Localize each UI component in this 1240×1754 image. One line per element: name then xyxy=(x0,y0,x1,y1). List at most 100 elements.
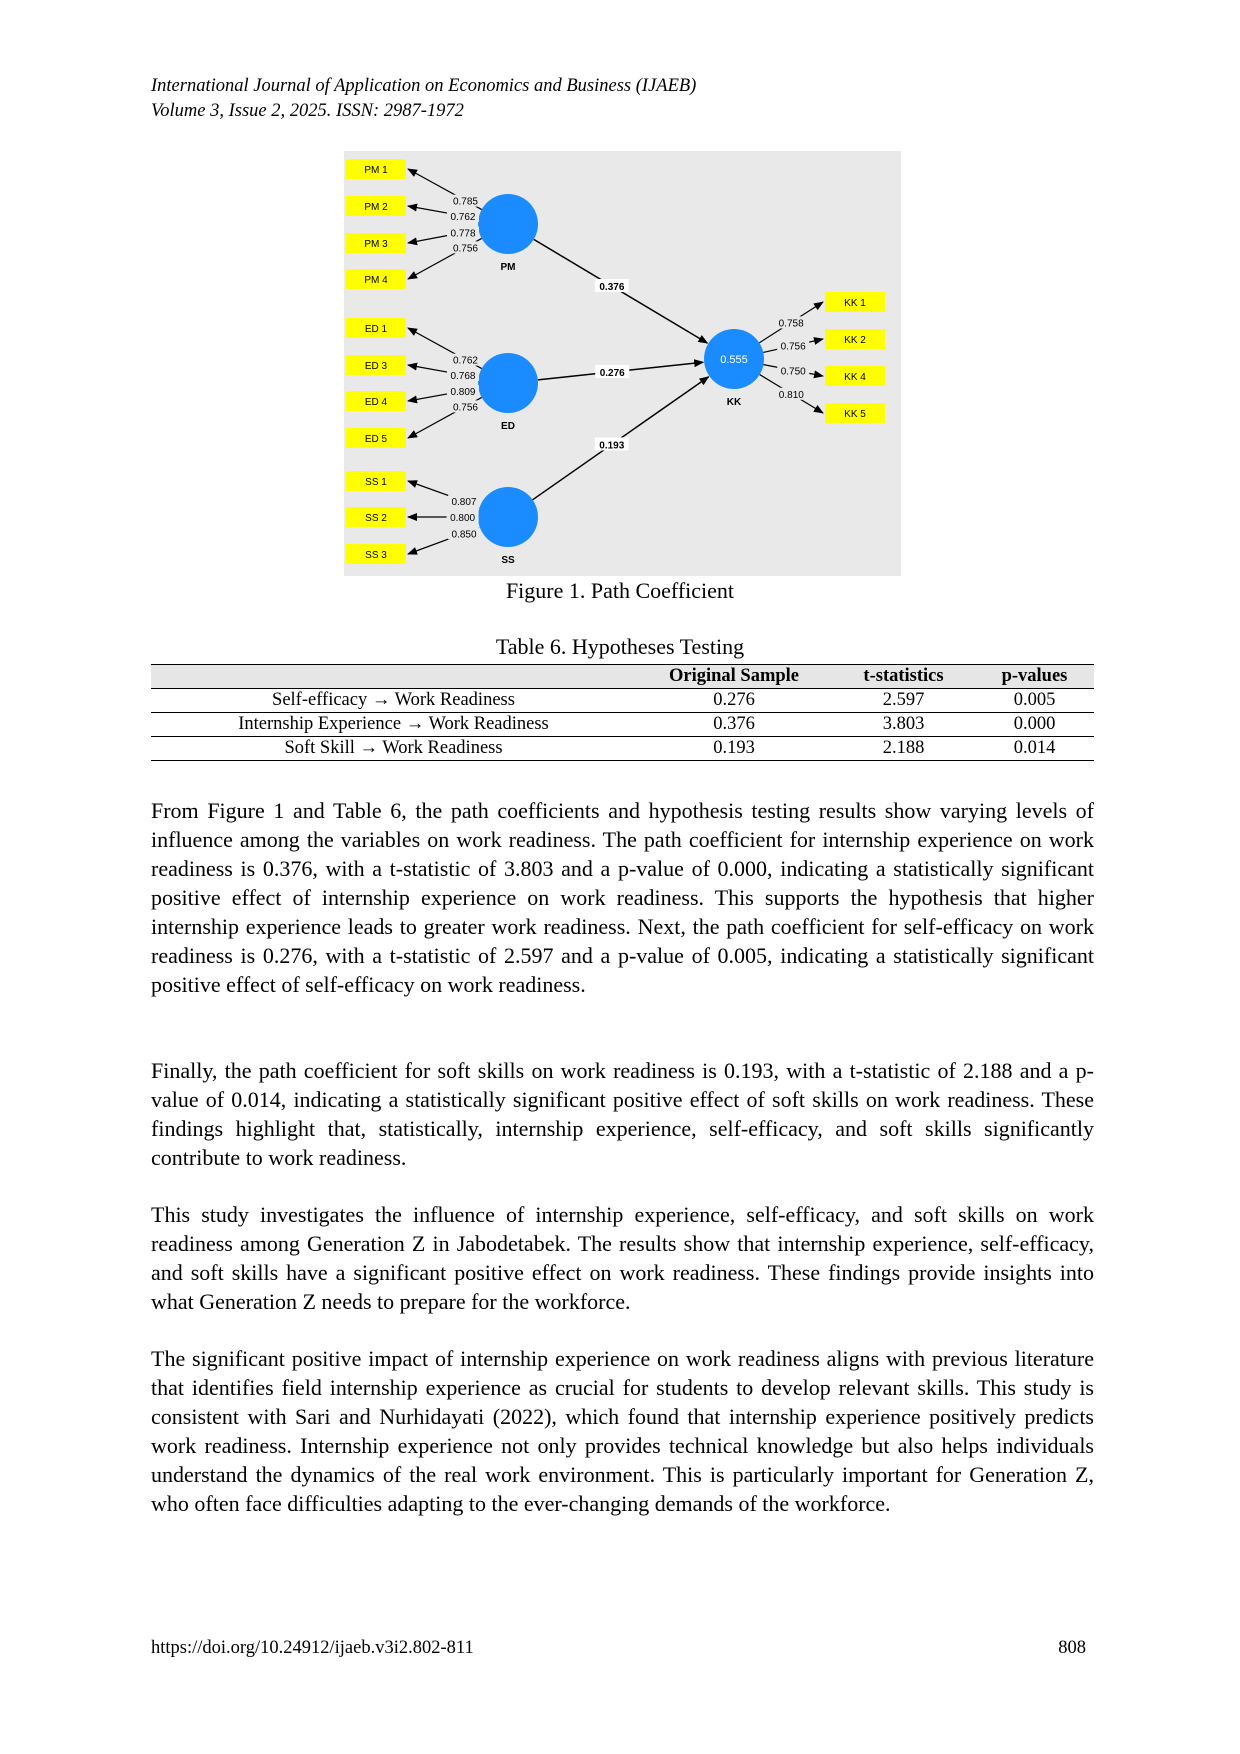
original-sample-cell: 0.276 xyxy=(636,688,832,713)
loading-value-ed-4: 0.809 xyxy=(450,387,475,398)
figure-caption: Figure 1. Path Coefficient xyxy=(505,578,735,603)
indicator-box-ss-1 xyxy=(346,471,406,491)
original-sample-cell: 0.193 xyxy=(636,736,832,761)
loading-label-background xyxy=(446,209,479,222)
original-sample-cell: 0.376 xyxy=(636,712,832,737)
loading-value-pm-3: 0.778 xyxy=(450,229,475,240)
volume-info: Volume 3, Issue 2, 2025. ISSN: 2987-1972 xyxy=(151,101,464,121)
loading-value-pm-4: 0.756 xyxy=(453,243,478,254)
indicator-box-pm-1 xyxy=(346,159,406,179)
body-paragraph-4: The significant positive impact of inter… xyxy=(151,1346,1094,1516)
table-header-row: Original Sample t-statistics p-values xyxy=(151,664,1094,689)
loading-value-ed-3: 0.768 xyxy=(450,371,475,382)
loading-label-background xyxy=(775,387,808,400)
loading-value-ss-1: 0.807 xyxy=(451,497,476,508)
construct-node-pm xyxy=(478,194,538,254)
loading-label-background xyxy=(447,495,480,508)
diagram-background xyxy=(344,151,901,576)
path-label-background xyxy=(594,279,629,293)
indicator-box-ss-3 xyxy=(346,544,406,564)
indicator-box-pm-4 xyxy=(346,269,406,289)
path-diagram: PM 1PM 2PM 3PM 4ED 1ED 3ED 4ED 5SS 1SS 2… xyxy=(344,151,901,576)
body-paragraph-3: This study investigates the influence of… xyxy=(151,1202,1094,1314)
indicator-label-pm-2: PM 2 xyxy=(364,202,388,213)
loading-label-background xyxy=(446,385,479,398)
indicator-box-ed-5 xyxy=(346,428,406,448)
loading-value-kk-2: 0.756 xyxy=(781,342,806,353)
r-squared-value-kk: 0.555 xyxy=(720,354,748,366)
path-label-background xyxy=(595,364,630,378)
table-caption: Table 6. Hypotheses Testing xyxy=(495,634,745,659)
loading-label-background xyxy=(447,226,480,239)
body-paragraph-1: From Figure 1 and Table 6, the path coef… xyxy=(151,798,1094,997)
indicator-box-ss-2 xyxy=(346,507,406,527)
p-value-cell: 0.000 xyxy=(975,712,1094,737)
loading-value-ed-1: 0.762 xyxy=(453,356,478,367)
p-value-cell: 0.014 xyxy=(975,736,1094,761)
loading-label-background xyxy=(777,364,810,377)
loading-label-background xyxy=(449,353,482,366)
indicator-label-kk-4: KK 4 xyxy=(844,372,866,383)
loading-label-background xyxy=(446,511,479,523)
construct-label-kk: KK xyxy=(727,397,742,408)
path-coefficient-ss-kk: 0.193 xyxy=(599,440,624,451)
journal-title: International Journal of Application on … xyxy=(151,76,697,96)
path-coefficient-pm-kk: 0.376 xyxy=(599,282,624,293)
indicator-label-ss-2: SS 2 xyxy=(365,513,387,524)
indicator-box-ed-4 xyxy=(346,391,406,411)
loading-value-ss-3: 0.850 xyxy=(452,529,477,540)
t-statistic-cell: 2.597 xyxy=(832,688,975,713)
loading-label-background xyxy=(446,368,479,381)
loading-value-ss-2: 0.800 xyxy=(450,513,475,524)
construct-label-pm: PM xyxy=(501,262,516,273)
loading-label-background xyxy=(449,194,482,207)
doi-link[interactable]: https://doi.org/10.24912/ijaeb.v3i2.802-… xyxy=(151,1638,474,1658)
indicator-label-pm-3: PM 3 xyxy=(364,239,388,250)
header-cell-path xyxy=(151,664,636,689)
indicator-box-kk-1 xyxy=(825,292,885,312)
indicator-label-ss-3: SS 3 xyxy=(365,550,387,561)
path-cell: Soft Skill → Work Readiness xyxy=(151,736,636,761)
loading-value-kk-1: 0.758 xyxy=(779,318,804,329)
loading-value-pm-1: 0.785 xyxy=(453,197,478,208)
indicator-label-pm-4: PM 4 xyxy=(364,275,388,286)
construct-node-kk xyxy=(704,329,764,389)
t-statistic-cell: 2.188 xyxy=(832,736,975,761)
loading-label-background xyxy=(448,527,481,540)
indicator-label-ed-4: ED 4 xyxy=(365,397,388,408)
construct-node-ss xyxy=(478,487,538,547)
indicator-label-ed-3: ED 3 xyxy=(365,361,388,372)
indicator-box-kk-2 xyxy=(825,329,885,349)
indicator-box-kk-5 xyxy=(825,403,885,423)
table-row: Self-efficacy → Work Readiness 0.276 2.5… xyxy=(151,688,1094,713)
hypotheses-table: Original Sample t-statistics p-values Se… xyxy=(151,664,1094,761)
indicator-box-ed-1 xyxy=(346,318,406,338)
indicator-label-ed-1: ED 1 xyxy=(365,324,388,335)
indicator-label-kk-2: KK 2 xyxy=(844,335,866,346)
body-paragraph-2: Finally, the path coefficient for soft s… xyxy=(151,1058,1094,1170)
path-cell: Internship Experience → Work Readiness xyxy=(151,712,636,737)
path-coefficient-ed-kk: 0.276 xyxy=(600,368,625,379)
indicator-box-pm-2 xyxy=(346,196,406,216)
indicator-box-kk-4 xyxy=(825,366,885,386)
page-number: 808 xyxy=(1058,1638,1086,1658)
loading-value-ed-5: 0.756 xyxy=(453,402,478,413)
loading-value-pm-2: 0.762 xyxy=(450,212,475,223)
construct-label-ed: ED xyxy=(501,421,515,432)
indicator-label-ed-5: ED 5 xyxy=(365,434,388,445)
table-row: Internship Experience → Work Readiness 0… xyxy=(151,712,1094,737)
loading-label-background xyxy=(777,339,810,352)
indicator-box-pm-3 xyxy=(346,233,406,253)
indicator-label-kk-5: KK 5 xyxy=(844,409,866,420)
header-cell-p-values: p-values xyxy=(975,664,1094,689)
loading-label-background xyxy=(449,400,482,413)
indicator-label-kk-1: KK 1 xyxy=(844,298,866,309)
table-row: Soft Skill → Work Readiness 0.193 2.188 … xyxy=(151,736,1094,761)
header-cell-t-statistics: t-statistics xyxy=(832,664,975,689)
loading-label-background xyxy=(449,241,482,254)
t-statistic-cell: 3.803 xyxy=(832,712,975,737)
indicator-box-ed-3 xyxy=(346,355,406,375)
running-header: International Journal of Application on … xyxy=(151,74,696,124)
construct-node-ed xyxy=(478,353,538,413)
